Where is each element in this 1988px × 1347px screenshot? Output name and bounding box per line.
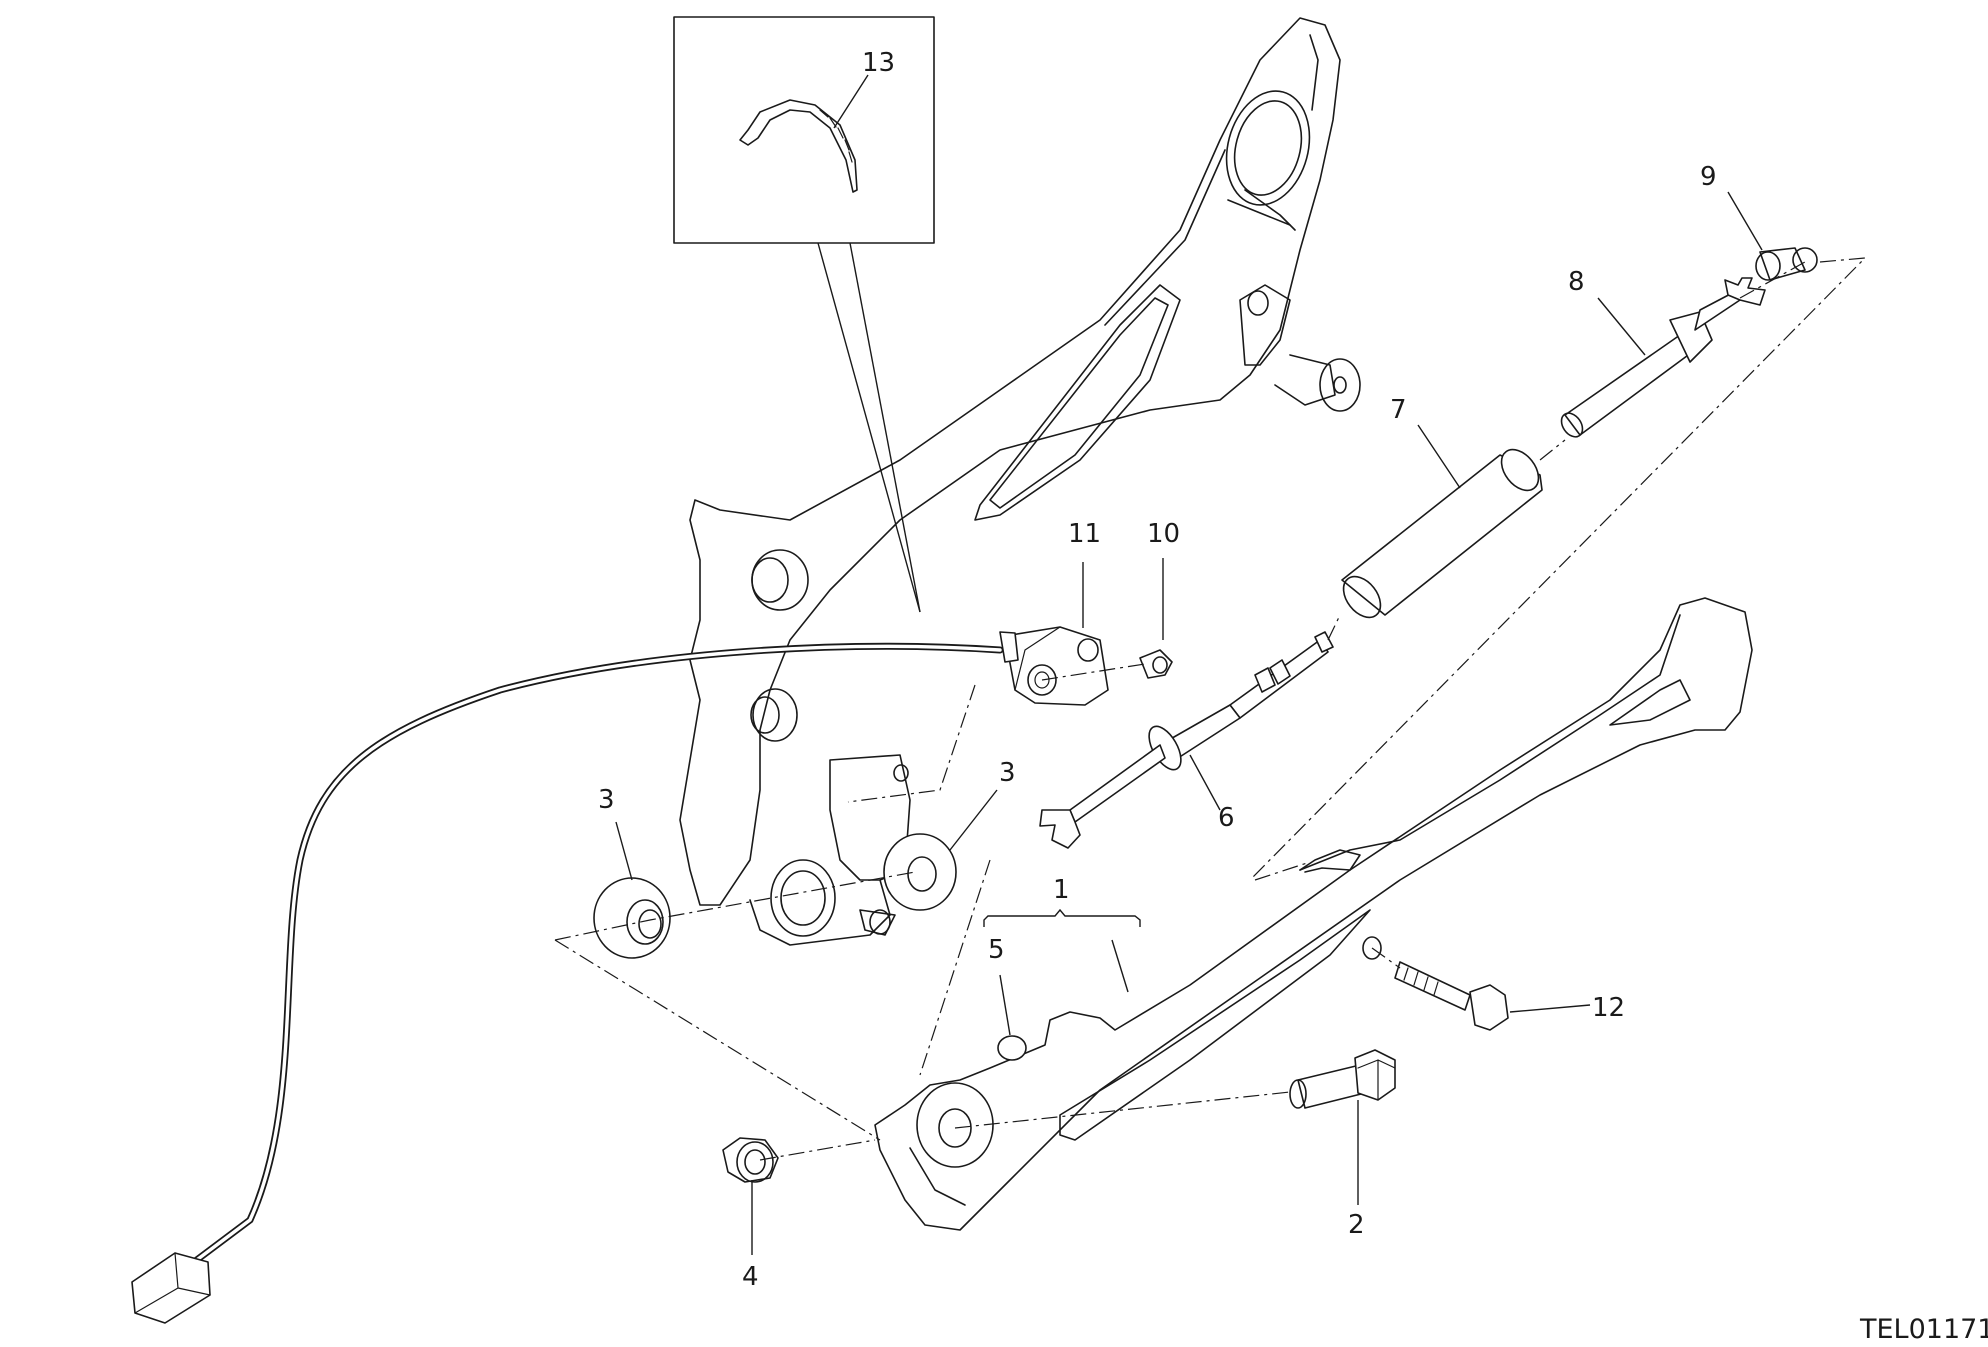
callout-9: 9 (1700, 162, 1717, 192)
washer-right (883, 833, 957, 911)
pivot-pin-upper (1560, 277, 1766, 438)
callout-3-left: 3 (598, 785, 615, 815)
pivot-pin-lower (1039, 631, 1334, 849)
stop-screw (1394, 961, 1509, 1031)
callout-leaders (615, 74, 1763, 1255)
callout-3-right: 3 (999, 758, 1016, 788)
callout-8: 8 (1568, 267, 1585, 297)
callout-5: 5 (988, 935, 1005, 965)
detail-inset-13 (673, 16, 935, 613)
callout-11: 11 (1068, 519, 1101, 549)
rubber-cap (1755, 247, 1818, 281)
pivot-bolt (1289, 1049, 1396, 1109)
callout-10: 10 (1147, 519, 1180, 549)
callout-4: 4 (742, 1262, 759, 1292)
side-stand-sensor (999, 626, 1109, 706)
callout-2: 2 (1348, 1210, 1365, 1240)
footpeg-bracket (679, 17, 1361, 946)
pivot-nut (722, 1137, 779, 1183)
drawing-code: TEL01171 (1859, 1314, 1988, 1345)
side-stand (874, 597, 1753, 1231)
sensor-cable (131, 642, 1004, 1324)
assembly-lines (554, 257, 1867, 1161)
callout-numbers: 1 2 3 3 4 5 6 7 8 9 10 11 12 13 (598, 48, 1717, 1292)
spacer-tube (1341, 448, 1543, 619)
washer-left (593, 877, 671, 959)
callout-7: 7 (1390, 395, 1407, 425)
callout-12: 12 (1592, 993, 1625, 1023)
callout-6: 6 (1218, 803, 1235, 833)
rubber-pad (997, 1035, 1027, 1061)
callout-13: 13 (862, 48, 895, 78)
sensor-screw (1139, 649, 1173, 679)
callout-1: 1 (1053, 875, 1070, 905)
